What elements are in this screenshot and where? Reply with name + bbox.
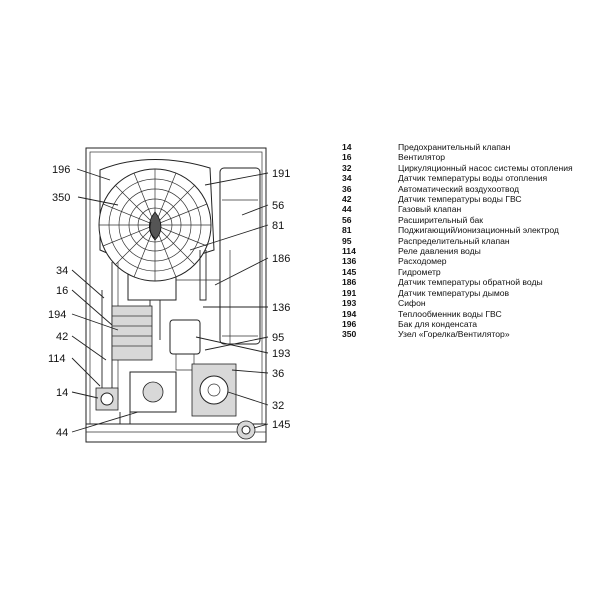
- legend-row: 42 Датчик температуры воды ГВС: [318, 194, 588, 204]
- legend-description: Датчик температуры обратной воды: [398, 277, 543, 288]
- legend-number: 32: [342, 162, 352, 173]
- legend-description: Расширительный бак: [398, 214, 483, 225]
- legend-number: 95: [342, 235, 352, 246]
- legend-number: 81: [342, 225, 352, 236]
- safety-valve: [95, 387, 119, 411]
- legend-number: 350: [342, 329, 357, 340]
- legend-number: 193: [342, 298, 357, 309]
- legend-row: 34 Датчик температуры воды отопления: [318, 173, 588, 183]
- legend-row: 196 Бак для конденсата: [318, 319, 588, 329]
- flame-icon: [148, 211, 162, 241]
- legend-row: 191 Датчик температуры дымов: [318, 288, 588, 298]
- legend-row: 136 Расходомер: [318, 256, 588, 266]
- legend-number: 14: [342, 142, 352, 152]
- callout-16: 16: [56, 285, 68, 297]
- legend-number: 44: [342, 204, 352, 215]
- legend-row: 193 Сифон: [318, 298, 588, 308]
- legend-row: 186 Датчик температуры обратной воды: [318, 277, 588, 287]
- callout-14: 14: [56, 387, 68, 399]
- legend-description: Предохранительный клапан: [398, 142, 511, 152]
- legend-row: 81 Поджигающий/ионизационный электрод: [318, 225, 588, 235]
- burner-fan-unit: [98, 158, 215, 301]
- legend-row: 14 Предохранительный клапан: [318, 142, 588, 152]
- legend-description: Реле давления воды: [398, 246, 481, 257]
- legend-number: 191: [342, 287, 357, 298]
- legend-row: 36 Автоматический воздухоотвод: [318, 184, 588, 194]
- callout-191: 191: [272, 168, 290, 180]
- legend-description: Газовый клапан: [398, 204, 462, 215]
- callout-193: 193: [272, 348, 290, 360]
- legend-description: Поджигающий/ионизационный электрод: [398, 225, 559, 236]
- legend-number: 36: [342, 183, 352, 194]
- dhw-heat-exchanger: [111, 305, 153, 361]
- expansion-tank: [219, 167, 261, 345]
- callout-42: 42: [56, 331, 68, 343]
- legend-row: 32 Циркуляционный насос системы отопления: [318, 163, 588, 173]
- callout-labels: 196 191 350 56 81 186 34 16 136 194 42 9…: [48, 164, 290, 439]
- legend-number: 34: [342, 173, 352, 184]
- legend-number: 186: [342, 277, 357, 288]
- legend-description: Теплообменник воды ГВС: [398, 308, 502, 319]
- callout-145: 145: [272, 419, 290, 431]
- legend-row: 44 Газовый клапан: [318, 204, 588, 214]
- callout-196: 196: [52, 164, 70, 176]
- legend-row: 145 Гидрометр: [318, 267, 588, 277]
- leader-lines: [71, 168, 269, 433]
- callout-44: 44: [56, 427, 68, 439]
- callout-95: 95: [272, 332, 284, 344]
- legend-description: Датчик температуры воды ГВС: [398, 194, 522, 205]
- legend-description: Расходомер: [398, 256, 447, 267]
- legend-row: 56 Расширительный бак: [318, 215, 588, 225]
- callout-194: 194: [48, 309, 66, 321]
- callout-56: 56: [272, 200, 284, 212]
- legend-description: Циркуляционный насос системы отопления: [398, 162, 573, 173]
- legend-description: Автоматический воздухоотвод: [398, 183, 520, 194]
- hydrometer: [236, 420, 256, 440]
- gas-valve: [119, 371, 177, 424]
- callout-350: 350: [52, 192, 70, 204]
- legend-number: 136: [342, 256, 357, 267]
- legend-description: Датчик температуры воды отопления: [398, 173, 548, 184]
- callout-36: 36: [272, 368, 284, 380]
- siphon: [169, 319, 201, 371]
- callout-81: 81: [272, 220, 284, 232]
- callout-34: 34: [56, 265, 68, 277]
- legend-description: Бак для конденсата: [398, 318, 478, 329]
- legend-description: Распределительный клапан: [398, 235, 510, 246]
- legend-row: 16 Вентилятор: [318, 152, 588, 162]
- legend-row: 350 Узел «Горелка/Вентилятор»: [318, 329, 588, 339]
- callout-114: 114: [48, 353, 66, 365]
- legend-description: Узел «Горелка/Вентилятор»: [398, 329, 510, 340]
- callout-32: 32: [272, 400, 284, 412]
- legend-number: 196: [342, 318, 357, 329]
- legend-row: 95 Распределительный клапан: [318, 236, 588, 246]
- callout-186: 186: [272, 253, 290, 265]
- legend-number: 42: [342, 194, 352, 205]
- legend-number: 194: [342, 308, 357, 319]
- legend-number: 145: [342, 266, 357, 277]
- callout-136: 136: [272, 302, 290, 314]
- legend-number: 114: [342, 246, 356, 257]
- legend-number: 16: [342, 152, 352, 163]
- legend-row: 194 Теплообменник воды ГВС: [318, 309, 588, 319]
- legend-description: Датчик температуры дымов: [398, 287, 510, 298]
- circulation-pump: [191, 363, 237, 417]
- legend-number: 56: [342, 214, 352, 225]
- legend-description: Вентилятор: [398, 152, 446, 163]
- legend-description: Гидрометр: [398, 266, 441, 277]
- legend-description: Сифон: [398, 298, 426, 309]
- legend-row: 114 Реле давления воды: [318, 246, 588, 256]
